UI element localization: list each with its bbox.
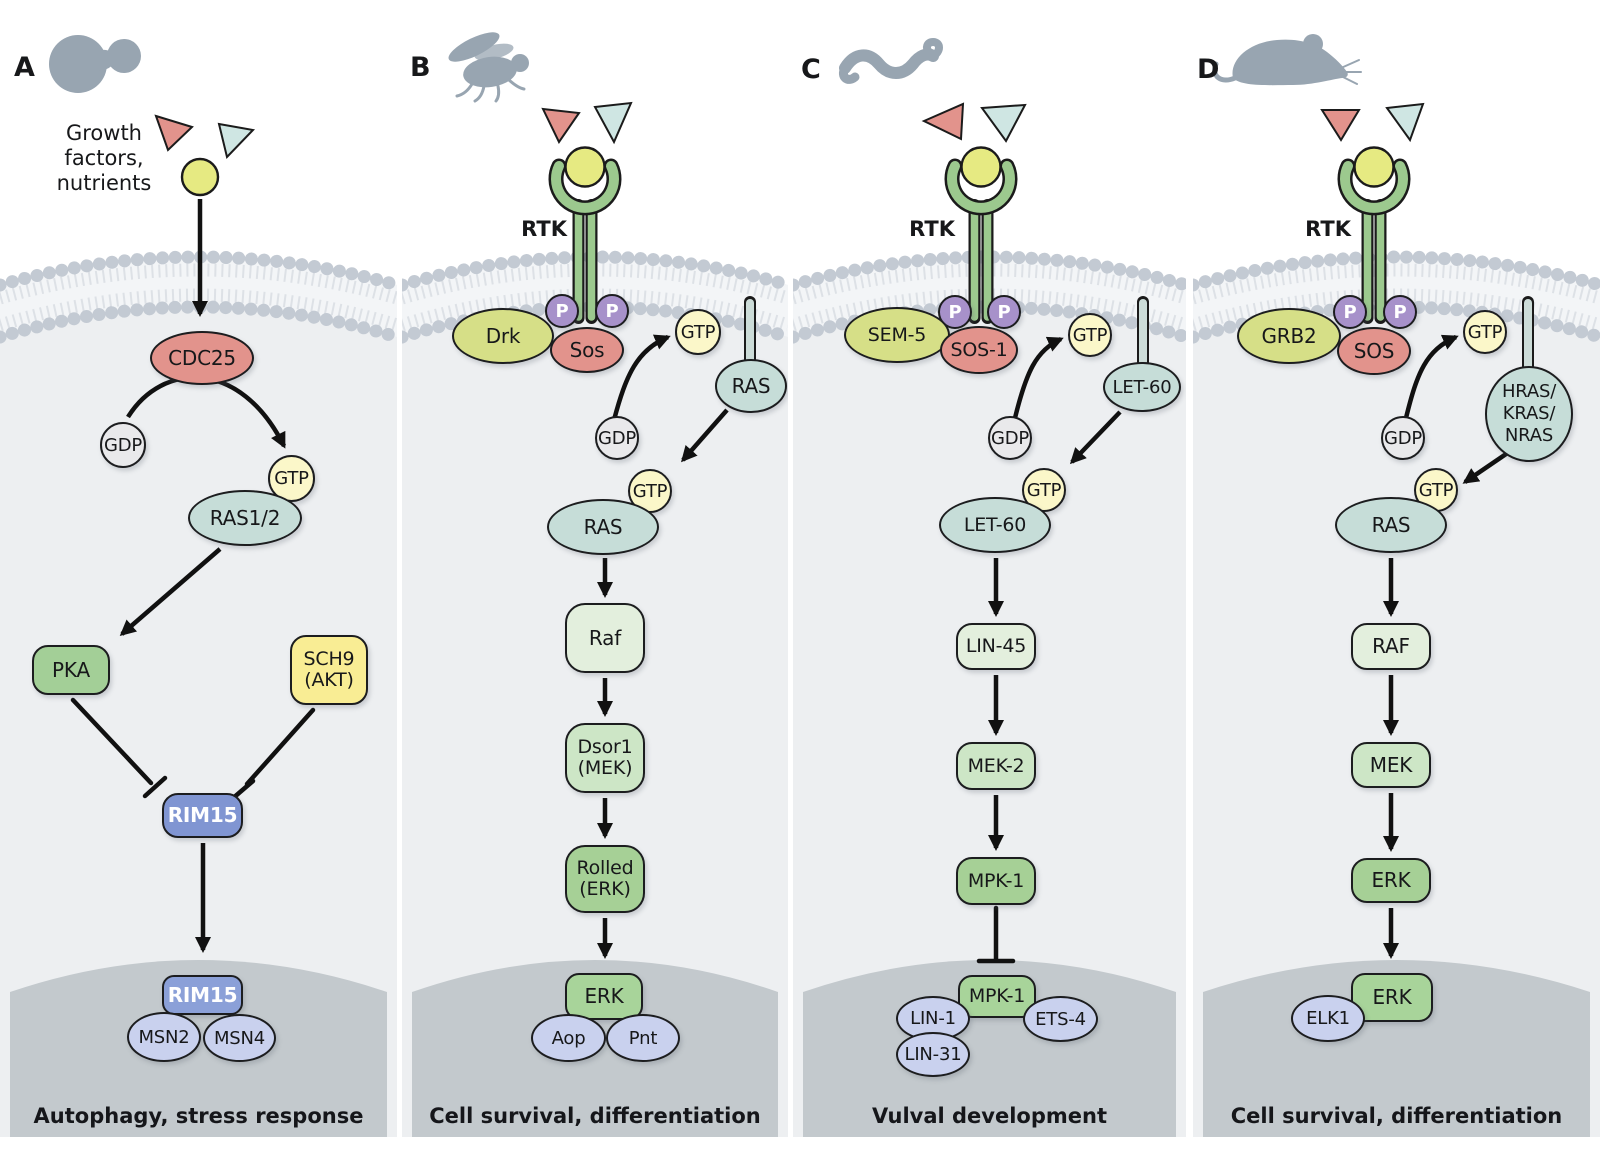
phospho-p-right: P — [595, 294, 629, 328]
ligand-red-triangle — [154, 114, 194, 152]
drk-node: Drk — [452, 308, 554, 364]
ras-activation-arrow — [1069, 410, 1122, 465]
grb2-node: GRB2 — [1237, 308, 1341, 364]
ras-activation-arrow — [681, 408, 729, 463]
ligand-circle — [564, 146, 606, 188]
elk1-node: ELK1 — [1291, 995, 1365, 1042]
let60-membrane-node: LET-60 — [1103, 362, 1181, 412]
fly-icon — [448, 32, 529, 103]
raf-node: RAF — [1351, 623, 1431, 670]
ras-to-pka-arrow — [119, 547, 222, 636]
ras-active-node: RAS — [1335, 497, 1447, 553]
pnt-node: Pnt — [606, 1014, 680, 1062]
panel-caption: Cell survival, differentiation — [429, 1104, 761, 1128]
ligand-circle — [180, 157, 220, 197]
gtp-free-node: GTP — [1068, 313, 1112, 357]
rtk-label: RTK — [909, 217, 955, 241]
worm-icon — [838, 37, 943, 84]
panel-b: B RTK P P Drk Sos GTP GDP RAS GTP RAS Ra… — [402, 0, 788, 1158]
mpk1-node: MPK-1 — [956, 857, 1036, 905]
mpk1-inhibition-bar — [976, 905, 1016, 964]
gtp-free-node: GTP — [1463, 310, 1507, 354]
panel-letter: C — [801, 54, 821, 85]
lin45-node: LIN-45 — [956, 623, 1036, 670]
gdp-gtp-exchange-arrow — [1012, 336, 1064, 419]
panel-caption: Autophagy, stress response — [33, 1104, 364, 1128]
phospho-p-left: P — [545, 294, 579, 328]
ras-membrane-node: RAS — [715, 359, 787, 413]
ligand-teal-triangle — [217, 122, 256, 160]
gtp-node: GTP — [268, 455, 315, 502]
cell-interior — [793, 257, 1186, 1137]
erk-node: Rolled (ERK) — [565, 845, 645, 913]
gdp-node: GDP — [100, 422, 146, 468]
erk-nuclear-node: ERK — [1351, 973, 1433, 1022]
ligand-red-triangle — [921, 102, 965, 141]
gdp-gtp-exchange-arrow — [1403, 334, 1459, 419]
gdp-node: GDP — [988, 416, 1032, 460]
ligand-teal-triangle — [980, 103, 1027, 143]
erk-node: ERK — [1351, 858, 1431, 903]
pka-node: PKA — [32, 645, 110, 695]
phospho-p-right: P — [1383, 295, 1417, 329]
rtk-receptor — [1337, 146, 1411, 324]
ligand-circle — [1353, 146, 1395, 188]
gtp-bound-node: GTP — [628, 469, 672, 513]
ligand-teal-triangle — [1385, 102, 1425, 143]
sos-node: SOS — [1337, 327, 1411, 375]
ligand-red-triangle — [1320, 109, 1361, 142]
ras12-node: RAS1/2 — [188, 490, 302, 546]
phospho-p-right: P — [987, 295, 1021, 329]
gtp-free-node: GTP — [675, 309, 721, 355]
panel-d: D RTK P P GRB2 SOS GTP GDP HRAS/ KRAS/ N… — [1193, 0, 1600, 1158]
pka-inhibition-bar — [70, 697, 168, 799]
ras-activation-arrow — [1462, 450, 1511, 484]
gdp-node: GDP — [1381, 416, 1425, 460]
gdp-gtp-exchange-arrow — [611, 334, 671, 421]
sch9-node: SCH9 (AKT) — [290, 635, 368, 705]
cdc25-node: CDC25 — [150, 331, 254, 385]
phospho-p-left: P — [1333, 295, 1367, 329]
panel-letter: A — [14, 52, 35, 83]
msn2-node: MSN2 — [127, 1012, 201, 1062]
ligand-red-triangle — [541, 107, 581, 144]
mek-node: MEK — [1351, 742, 1431, 788]
erk-nuclear-node: ERK — [565, 973, 643, 1020]
panel-a: A Growth factors, nutrients CDC25 GDP GT… — [0, 0, 397, 1158]
panel-caption: Vulval development — [872, 1104, 1107, 1128]
panel-c: C RTK P P SEM-5 SOS-1 GTP GDP LET-60 GTP… — [793, 0, 1186, 1158]
mek-node: Dsor1 (MEK) — [565, 723, 645, 793]
rtk-receptor — [548, 146, 622, 324]
let60-active-node: LET-60 — [939, 497, 1051, 553]
nucleus — [10, 960, 387, 1137]
mpk1-nuclear-node: MPK-1 — [958, 975, 1036, 1018]
sos1-node: SOS-1 — [940, 326, 1018, 374]
rim15-node: RIM15 — [162, 793, 243, 838]
ligand-circle — [960, 146, 1002, 188]
rtk-label: RTK — [1305, 217, 1351, 241]
raf-node: Raf — [565, 603, 645, 673]
aop-node: Aop — [531, 1014, 606, 1062]
msn4-node: MSN4 — [203, 1014, 276, 1062]
hras-kras-nras-node: HRAS/ KRAS/ NRAS — [1485, 366, 1573, 462]
ligand-teal-triangle — [593, 101, 633, 145]
growth-factors-label: Growth factors, nutrients — [56, 121, 152, 195]
sem5-node: SEM-5 — [844, 307, 950, 363]
panel-letter: D — [1197, 54, 1220, 85]
lin31-node: LIN-31 — [896, 1032, 970, 1077]
yeast-icon — [49, 35, 141, 93]
ets4-node: ETS-4 — [1023, 996, 1098, 1042]
ras-active-node: RAS — [547, 499, 659, 555]
panel-caption: Cell survival, differentiation — [1230, 1104, 1563, 1128]
panel-letter: B — [410, 52, 431, 83]
sos-node: Sos — [550, 327, 624, 373]
rtk-receptor — [944, 146, 1018, 324]
cell-interior — [1193, 257, 1600, 1137]
rtk-label: RTK — [521, 217, 567, 241]
mek2-node: MEK-2 — [956, 742, 1036, 790]
cell-interior — [402, 257, 788, 1137]
gdp-node: GDP — [595, 416, 639, 460]
mouse-icon — [1212, 34, 1362, 86]
rim15-nuclear-node: RIM15 — [162, 975, 243, 1015]
